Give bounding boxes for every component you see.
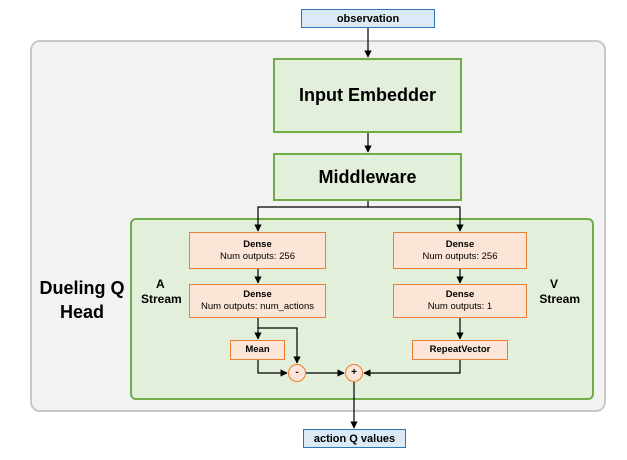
dueling-label-line2: Head [59,302,104,322]
plus-operator-label: + [351,367,357,378]
repeat-vector-label: RepeatVector [429,344,491,355]
observation-node: observation [301,9,435,28]
edge-mean-minus [257,359,288,377]
minus-operator-node: - [288,364,306,382]
a-stream-label-line1: A [156,277,165,291]
edge-repeat-plus [363,359,461,377]
middleware-label: Middleware [318,166,417,187]
repeat-vector-node: RepeatVector [412,340,508,360]
mean-node: Mean [230,340,285,360]
edge-middleware-a-stream [254,200,369,232]
v-dense2-node: Dense Num outputs: 1 [393,284,527,318]
input-embedder-label: Input Embedder [298,85,436,105]
dueling-label-line1: Dueling Q [39,278,125,298]
action-q-values-label: action Q values [313,432,396,445]
edge-middleware-v-stream [368,206,464,232]
minus-operator-label: - [295,367,299,378]
a-dense1-subtitle: Num outputs: 256 [220,250,295,262]
v-dense1-subtitle: Num outputs: 256 [422,250,498,262]
a-stream-label: A Stream [141,277,191,307]
a-dense1-title: Dense [243,238,272,250]
dueling-q-head-label: Dueling Q Head [34,276,130,324]
v-stream-label: V Stream [530,277,580,307]
v-stream-label-line1: V [549,277,558,291]
action-q-values-node: action Q values [303,429,406,448]
a-dense1-node: Dense Num outputs: 256 [189,232,326,269]
mean-label: Mean [245,344,270,355]
observation-label: observation [336,12,400,25]
a-dense2-title: Dense [243,289,272,300]
plus-operator-node: + [345,364,363,382]
v-dense1-title: Dense [445,238,475,250]
middleware-node: Middleware [273,153,462,201]
v-dense1-node: Dense Num outputs: 256 [393,232,527,269]
a-stream-label-line2: Stream [141,292,182,306]
input-embedder-node: Input Embedder [273,58,462,133]
edge-a-dense2-minus [258,327,301,364]
v-stream-label-line2: Stream [539,292,580,306]
v-dense2-subtitle: Num outputs: 1 [427,301,493,312]
v-dense2-title: Dense [445,289,475,300]
a-dense2-subtitle: Num outputs: num_actions [200,301,314,312]
a-dense2-node: Dense Num outputs: num_actions [189,284,326,318]
